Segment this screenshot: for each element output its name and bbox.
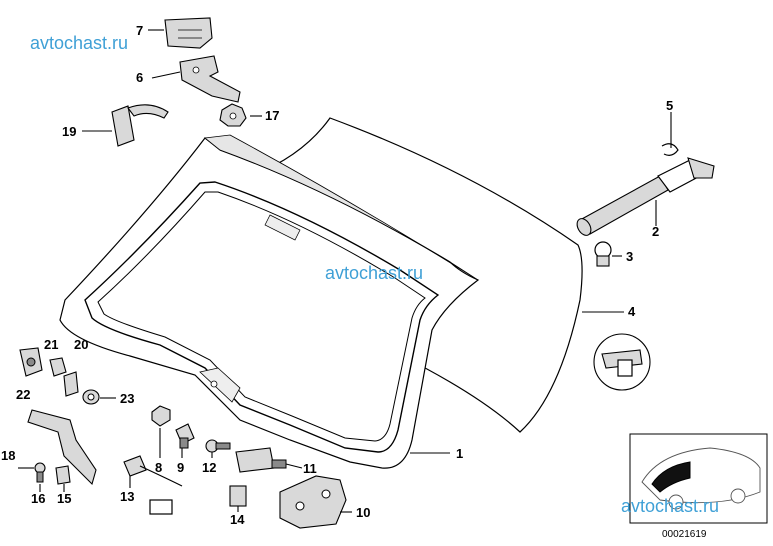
callout-11: 11 bbox=[303, 461, 317, 476]
callout-13: 13 bbox=[120, 489, 134, 504]
callout-8: 8 bbox=[155, 460, 162, 475]
callout-2: 2 bbox=[652, 224, 659, 239]
part-7-bracket-plate bbox=[164, 17, 213, 49]
callout-17: 17 bbox=[265, 108, 279, 123]
callout-7: 7 bbox=[136, 23, 143, 38]
watermark-bottom-right: avtochast.ru bbox=[621, 496, 719, 516]
callout-4: 4 bbox=[628, 304, 636, 319]
reference-code: 00021619 bbox=[662, 529, 707, 540]
part-22-clip bbox=[19, 347, 43, 377]
callout-15: 15 bbox=[57, 491, 71, 506]
part-5-circlip bbox=[661, 143, 679, 156]
callout-labels: 1 2 3 4 5 6 7 8 9 10 11 12 13 14 15 16 1… bbox=[1, 23, 673, 527]
part-10-lock bbox=[279, 475, 347, 529]
part-17-star-nut bbox=[219, 103, 247, 127]
callout-22: 22 bbox=[16, 387, 30, 402]
part-14-plug bbox=[229, 485, 247, 507]
part-20-clip bbox=[63, 371, 79, 397]
callout-18: 18 bbox=[1, 448, 15, 463]
part-23-grommet bbox=[82, 389, 100, 405]
callout-9: 9 bbox=[177, 460, 184, 475]
callout-6: 6 bbox=[136, 70, 143, 85]
part-8-nut bbox=[151, 405, 171, 427]
callout-5: 5 bbox=[666, 98, 673, 113]
part-19-bracket bbox=[111, 104, 169, 147]
part-16-screw bbox=[34, 462, 46, 483]
callout-10: 10 bbox=[356, 505, 370, 520]
callout-19: 19 bbox=[62, 124, 76, 139]
part-13-cable bbox=[123, 455, 183, 515]
car-locator-thumbnail bbox=[629, 433, 768, 524]
part-12-screw bbox=[205, 439, 231, 453]
part-9-bolt bbox=[175, 423, 195, 449]
part-21-clip bbox=[49, 357, 67, 377]
callout-1: 1 bbox=[456, 446, 463, 461]
part-6-hinge-bracket bbox=[179, 55, 241, 103]
callout-20: 20 bbox=[74, 337, 88, 352]
part-3-ball-stud bbox=[594, 241, 612, 267]
part-2-gas-strut bbox=[576, 157, 715, 236]
leader-lines bbox=[18, 29, 672, 513]
callout-23: 23 bbox=[120, 391, 134, 406]
watermark-center: avtochast.ru bbox=[325, 263, 423, 283]
tailgate-frame bbox=[59, 134, 480, 469]
glass-clip-detail bbox=[593, 333, 651, 391]
watermark-top-left: avtochast.ru bbox=[30, 33, 128, 53]
callout-12: 12 bbox=[202, 460, 216, 475]
part-18-bracket bbox=[27, 409, 97, 486]
callout-3: 3 bbox=[626, 249, 633, 264]
part-15-clip bbox=[55, 465, 71, 485]
callout-21: 21 bbox=[44, 337, 58, 352]
part-11-actuator bbox=[235, 447, 287, 473]
callout-14: 14 bbox=[230, 512, 245, 527]
callout-16: 16 bbox=[31, 491, 45, 506]
